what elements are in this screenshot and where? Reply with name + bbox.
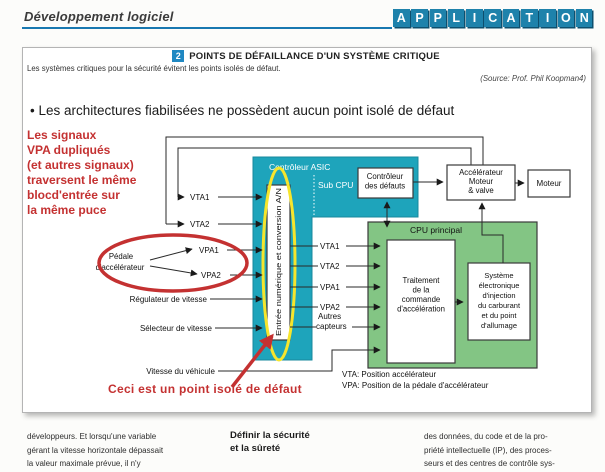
- figure-subtitle: Les systèmes critiques pour la sécurité …: [27, 64, 281, 73]
- figure-title: POINTS DE DÉFAILLANCE D'UN SYSTÈME CRITI…: [189, 50, 440, 62]
- injection-label: et du point: [481, 311, 517, 320]
- mid-vta2-label: VTA2: [320, 262, 340, 271]
- block-diagram: Contrôleur ASIC Sub CPU Entrée numérique…: [96, 136, 571, 390]
- input-speed-label: Vitesse du véhicule: [146, 367, 215, 376]
- injection-label: d'injection: [482, 291, 515, 300]
- asic-label: Contrôleur ASIC: [269, 162, 330, 172]
- processing-label: de la: [413, 286, 431, 295]
- banner-letter: O: [557, 9, 575, 27]
- injection-label: du carburant: [478, 301, 521, 310]
- article-line: seurs et des centres de contrôle sys-: [424, 459, 555, 468]
- article-column-middle-heading: Définir la sécurité et la sûreté: [230, 430, 340, 455]
- arrow-speed-to-cpu: [218, 346, 381, 372]
- figure-number-badge: 2: [172, 50, 185, 62]
- mid-capteurs-label: capteurs: [316, 322, 347, 331]
- mid-vpa1-label: VPA1: [320, 283, 340, 292]
- accelerator-label: & valve: [468, 186, 494, 195]
- banner-letter: P: [411, 9, 428, 27]
- article-line: gérant la vitesse horizontale dépassait: [27, 445, 164, 455]
- banner-letter: I: [466, 9, 483, 27]
- motor-label: Moteur: [537, 179, 562, 188]
- accelerator-label: Moteur: [469, 177, 494, 186]
- fault-controller-label: Contrôleur: [367, 172, 404, 181]
- annotation-line: Les signaux: [27, 128, 97, 142]
- yellow-ellipse-highlight: [261, 166, 297, 362]
- article-column-left: développeurs. Et lorsqu'une variable gér…: [27, 430, 187, 471]
- article-line: la valeur maximale prévue, il n'y: [27, 459, 141, 468]
- banner-letter: N: [575, 9, 593, 27]
- input-vpa1-label: VPA1: [199, 246, 219, 255]
- arrow-pedal-to-vpa1: [149, 247, 193, 261]
- injection-label: Système: [484, 271, 513, 280]
- red-annotation-left: Les signaux VPA dupliqués (et autres sig…: [27, 128, 136, 218]
- figure-bullet-text: • Les architectures fiabilisées ne possè…: [30, 103, 455, 118]
- motor-box: [527, 169, 571, 198]
- input-regulator-label: Régulateur de vitesse: [130, 295, 208, 304]
- article-line: développeurs. Et lorsqu'une variable: [27, 432, 157, 441]
- article-heading-line: Définir la sécurité: [230, 430, 310, 441]
- annotation-line: la même puce: [27, 203, 107, 217]
- section-title: Développement logiciel: [24, 9, 174, 24]
- article-line: priété intellectuelle (IP), des proces-: [424, 445, 552, 455]
- accelerator-box: [446, 164, 516, 201]
- red-annotation-bottom: Ceci est un point isolé de défaut: [108, 382, 302, 396]
- input-selector-label: Sélecteur de vitesse: [140, 324, 213, 333]
- arrow-pedal-to-vpa2: [149, 265, 198, 277]
- figure-title-row: 2 POINTS DE DÉFAILLANCE D'UN SYSTÈME CRI…: [22, 50, 590, 62]
- processing-label: Traitement: [403, 276, 441, 285]
- mid-vta1-label: VTA1: [320, 242, 340, 251]
- annotation-line: VPA dupliqués: [27, 143, 111, 157]
- injection-system-box: [467, 262, 531, 341]
- arrow-cpu-to-accel: [478, 202, 504, 263]
- application-banner: A P P L I C A T I O N: [393, 9, 594, 27]
- red-callout-arrow: [230, 333, 274, 389]
- processing-label: d'accélération: [397, 305, 445, 314]
- digital-input-block: [266, 184, 291, 341]
- injection-label: électronique: [479, 281, 520, 290]
- article-heading-line: et la sûreté: [230, 442, 281, 454]
- red-ellipse-highlight: [97, 233, 249, 293]
- input-vta2-label: VTA2: [190, 220, 210, 229]
- legend-vta: VTA: Position accélérateur: [342, 370, 436, 379]
- banner-letter: I: [539, 9, 556, 27]
- processing-label: commande: [402, 295, 441, 304]
- annotation-line: (et autres signaux): [27, 158, 134, 172]
- feedback-loop-inner: [177, 147, 472, 197]
- banner-letter: T: [521, 9, 538, 27]
- article-column-right: des données, du code et de la pro- priét…: [424, 430, 594, 471]
- banner-letter: P: [429, 9, 447, 27]
- annotation-line: blocd'entrée sur: [27, 188, 120, 202]
- banner-letter: C: [484, 9, 501, 27]
- article-line: des données, du code et de la pro-: [424, 432, 548, 441]
- banner-letter: A: [393, 9, 410, 27]
- mid-autres-label: Autres: [318, 312, 341, 321]
- digital-input-label: Entrée numérique et conversion A/N: [274, 188, 283, 336]
- banner-letter: A: [502, 9, 520, 27]
- input-vpa2-label: VPA2: [201, 271, 221, 280]
- input-vta1-label: VTA1: [190, 193, 210, 202]
- fault-controller-label: des défauts: [365, 182, 405, 191]
- subcpu-label: Sub CPU: [318, 180, 353, 190]
- mid-vpa2-label: VPA2: [320, 303, 340, 312]
- pedal-label: Pédale: [109, 252, 133, 261]
- banner-letter: L: [447, 9, 465, 27]
- annotation-line: traversent le même: [27, 173, 137, 187]
- injection-label: d'allumage: [481, 321, 517, 330]
- legend-vpa: VPA: Position de la pédale d'accélérateu…: [342, 381, 489, 390]
- pedal-label: d'accélérateur: [96, 263, 145, 272]
- accelerator-label: Accélérateur: [459, 168, 503, 177]
- header-underline: [22, 27, 392, 29]
- feedback-loop-outer: [165, 136, 484, 224]
- figure-source: (Source: Prof. Phil Koopman4): [480, 74, 586, 83]
- main-cpu-label: CPU principal: [410, 225, 462, 235]
- fault-controller-box: [357, 167, 414, 199]
